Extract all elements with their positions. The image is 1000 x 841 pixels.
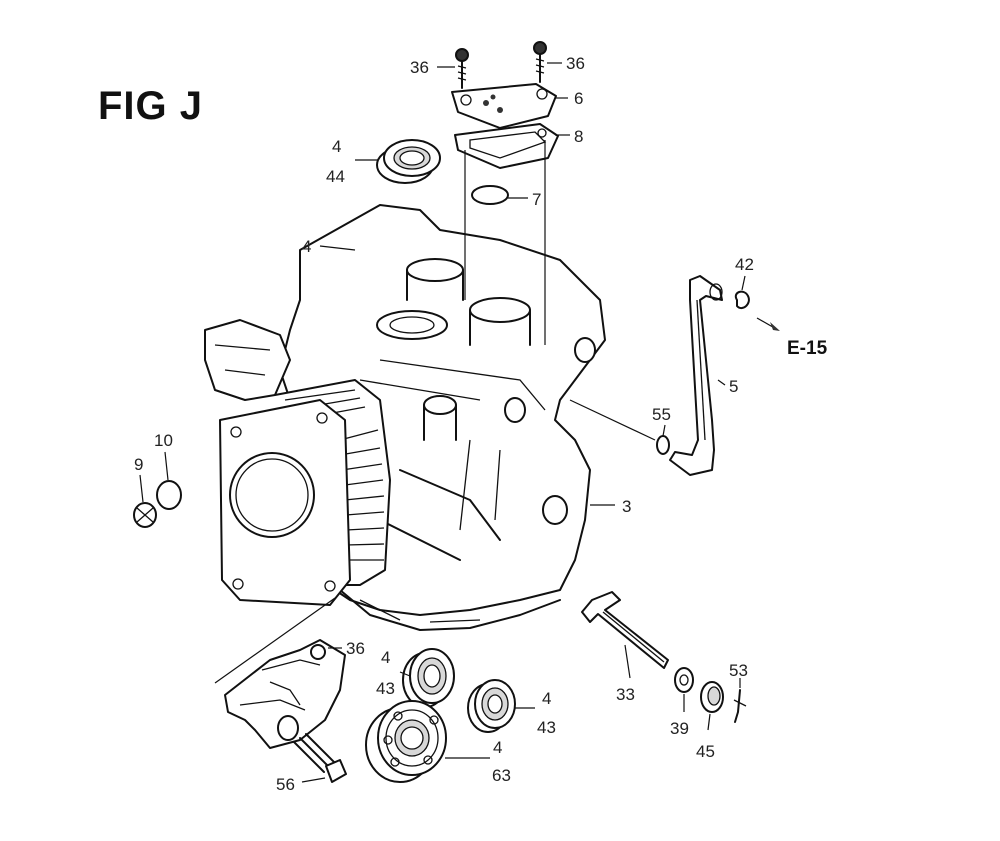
seal-45 bbox=[700, 681, 724, 713]
callout-4-seal: 4 bbox=[332, 137, 341, 156]
bearing-43-lower bbox=[467, 679, 516, 733]
pin-53 bbox=[733, 689, 747, 723]
callout-36-right: 36 bbox=[566, 54, 585, 73]
callout-53: 53 bbox=[729, 661, 748, 680]
breather-gasket bbox=[454, 123, 559, 169]
washer-39 bbox=[674, 667, 694, 693]
cover-bolt-right bbox=[533, 41, 547, 83]
bracket-bolt-56 bbox=[293, 733, 347, 783]
breather-cover-plate bbox=[451, 83, 557, 129]
hose-clamp-42 bbox=[734, 290, 750, 310]
callout-45: 45 bbox=[696, 742, 715, 761]
cover-bolt-left bbox=[455, 48, 469, 89]
callout-6: 6 bbox=[574, 89, 583, 108]
callout-10: 10 bbox=[154, 431, 173, 450]
callout-43-lower: 43 bbox=[537, 718, 556, 737]
callout-55: 55 bbox=[652, 405, 671, 424]
callout-4-case: 4 bbox=[302, 237, 311, 256]
figure-title: FIG J bbox=[98, 84, 204, 128]
callout-42: 42 bbox=[735, 255, 754, 274]
reference-e15[interactable]: E-15 bbox=[787, 338, 828, 359]
callout-56: 56 bbox=[276, 775, 295, 794]
callout-3: 3 bbox=[622, 497, 631, 516]
callout-4-bearing-lower: 4 bbox=[542, 689, 551, 708]
callout-39: 39 bbox=[670, 719, 689, 738]
callout-33: 33 bbox=[616, 685, 635, 704]
callout-44: 44 bbox=[326, 167, 345, 186]
callout-4-bearing-63: 4 bbox=[493, 738, 502, 757]
o-ring-10 bbox=[156, 480, 182, 510]
callout-5: 5 bbox=[729, 377, 738, 396]
clamp-55 bbox=[656, 435, 670, 455]
plug-9 bbox=[133, 502, 157, 528]
governor-bracket bbox=[224, 639, 346, 749]
callout-43-upper: 43 bbox=[376, 679, 395, 698]
breather-valve bbox=[471, 185, 509, 205]
callout-4-bearing-upper: 4 bbox=[381, 648, 390, 667]
callout-63: 63 bbox=[492, 766, 511, 785]
callout-9: 9 bbox=[134, 455, 143, 474]
callout-36-left: 36 bbox=[410, 58, 429, 77]
bearing-43-upper bbox=[402, 648, 455, 708]
callout-36-bracket: 36 bbox=[346, 639, 365, 658]
shaft-33 bbox=[581, 591, 669, 669]
crankcase-drawing bbox=[204, 204, 606, 631]
callout-8: 8 bbox=[574, 127, 583, 146]
breather-tube bbox=[669, 275, 723, 476]
bearing-63 bbox=[365, 700, 447, 783]
oil-seal-top bbox=[376, 139, 441, 184]
callout-7: 7 bbox=[532, 190, 541, 209]
